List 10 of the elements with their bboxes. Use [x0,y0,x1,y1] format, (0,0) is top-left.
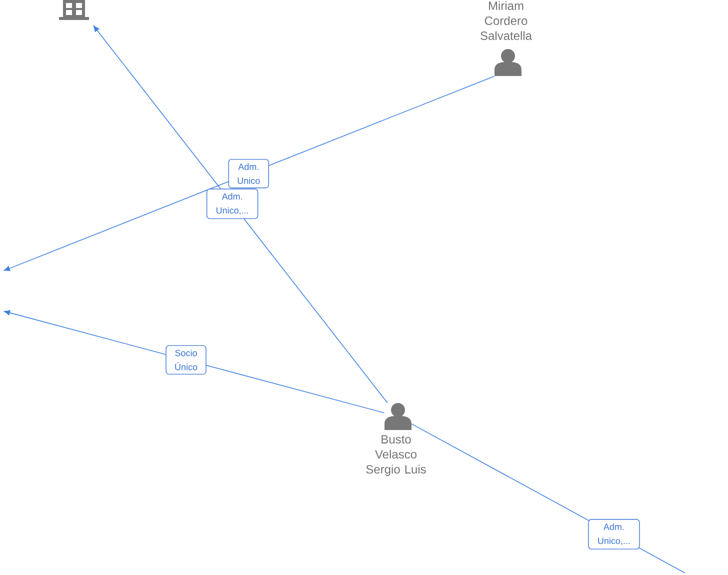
arrow [4,76,495,272]
arrow [4,310,385,414]
edge-label: Adm. Unico [228,158,269,188]
edge-label: Socio Único [166,345,206,375]
edge-label: Adm. Unico,... [588,519,640,550]
edge-label: Adm. Unico,... [206,188,258,220]
arrow [93,26,388,404]
building-icon [59,0,89,20]
person-name: Miriam Cordero Salvatella [480,1,532,40]
person-name: Busto Velasco Sergio Luis [366,435,426,476]
